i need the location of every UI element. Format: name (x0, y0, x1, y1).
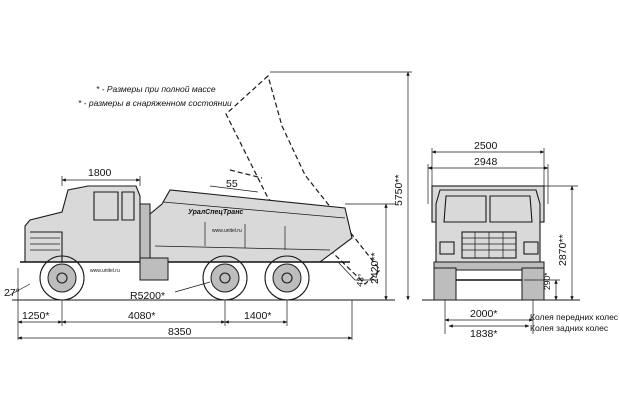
dim-wheelbase-rear: 1400* (244, 310, 271, 322)
dim-ground-clearance: 290* (542, 272, 552, 290)
body-rib-bottom (154, 245, 331, 251)
front-view: 2500 2948 2870** 290* 2000* 1838* Колея … (422, 140, 619, 340)
dim-height-loaded: 2420** (369, 252, 381, 284)
windshield-right (489, 195, 533, 223)
cab-grille (30, 237, 60, 251)
chassis-website: www.unitel.ru (90, 268, 120, 274)
cab-side-window (93, 191, 119, 221)
dim-rear-track: 1838* (470, 328, 497, 340)
dim-overall-length: 8350 (168, 326, 192, 338)
grille-bars (462, 232, 516, 258)
dim-front-track: 2000* (470, 308, 497, 320)
dim-height-raised: 5750** (393, 174, 405, 206)
dim-rear-angle: 43° (354, 273, 366, 287)
dim-wheelbase-front: 4080* (128, 310, 155, 322)
logo-text: УралСпецТранс (188, 209, 243, 216)
cab (24, 185, 141, 263)
raised-body-guide (229, 169, 263, 179)
dim-bottom-ext (17, 300, 353, 340)
front-wheel-left (433, 267, 457, 301)
dump-body (149, 189, 353, 263)
raised-body-outline (225, 74, 381, 285)
front-bumper (433, 261, 545, 271)
front-track-label: Колея передних колес (530, 312, 619, 322)
headlight-left (439, 241, 455, 255)
fuel-tank (139, 257, 169, 281)
dim-front-angle-line (7, 268, 31, 300)
rear-track-label: Колея задних колес (530, 323, 609, 333)
dim-front-overhang: 1250* (22, 310, 49, 322)
headlight-right (523, 241, 539, 255)
dim-rear-angle-line (337, 261, 378, 281)
dim-overall-width: 2948 (474, 156, 498, 168)
rear-wheel-2 (264, 255, 310, 301)
side-view: УралСпецТранс www.unitel.ru www.unitel.r… (4, 71, 412, 340)
dim-body-angle: 55 (226, 178, 238, 190)
dim-overall-height: 2870** (557, 234, 569, 266)
rear-wheel-1 (202, 255, 248, 301)
note-full-mass: * - Размеры при полной массе (96, 84, 216, 94)
note-curb-state: * - размеры в снаряженном состоянии (78, 98, 232, 108)
dim-turn-radius: R5200* (130, 290, 165, 302)
dim-2948-ext (427, 164, 549, 204)
body-ribs (204, 222, 286, 250)
cab-rear-window (121, 191, 135, 221)
windshield-left (443, 195, 487, 223)
dim-angle-55-line (209, 185, 259, 193)
dim-body-width: 2500 (474, 140, 498, 152)
cab-guard (139, 203, 151, 261)
front-wheel-right (521, 267, 545, 301)
dim-radius-leader (174, 281, 211, 293)
dim-cab-length: 1800 (88, 167, 112, 179)
body-website: www.unitel.ru (212, 228, 242, 234)
body-rib-top (162, 201, 346, 219)
dim-front-angle: 27° (4, 287, 20, 299)
cab-hood-line (30, 231, 63, 262)
dim-track-ext (444, 300, 534, 334)
